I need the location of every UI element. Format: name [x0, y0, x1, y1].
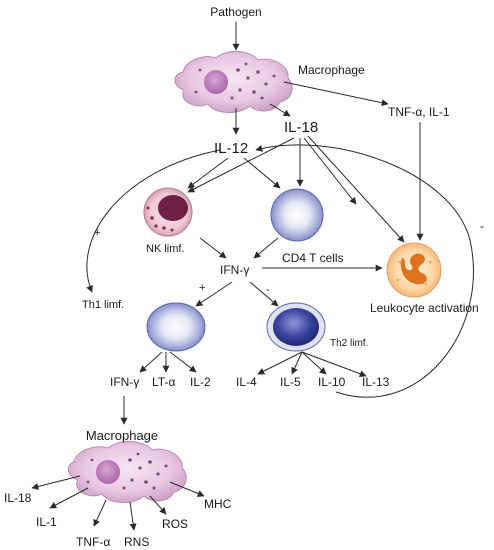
- arrow-il12-th1: [86, 149, 221, 293]
- arrow-macrophage-tnf: [283, 81, 389, 107]
- label-th2-il5: IL-5: [280, 375, 301, 389]
- label-out-il1: IL-1: [36, 515, 57, 529]
- th2-cell: [266, 302, 326, 352]
- label-th2-il10: IL-10: [318, 375, 346, 389]
- sign-minus-mid: -: [266, 284, 270, 296]
- label-nk: NK limf.: [146, 243, 185, 255]
- arrow-ifng-th2: [249, 281, 279, 307]
- arrow-th1-ifng: [139, 351, 163, 373]
- label-out-rns: RNS: [124, 535, 149, 549]
- nk-cell: [143, 187, 193, 237]
- arrow-out-mhc: [169, 481, 205, 497]
- macrophage-bottom-cell: [68, 441, 187, 503]
- label-out-tnfa: TNF-α: [76, 535, 110, 549]
- arrow-out-ros: [149, 495, 167, 515]
- sign-minus-right: -: [480, 219, 484, 233]
- label-th2-il4: IL-4: [236, 375, 257, 389]
- arrow-il18-nk: [187, 137, 295, 193]
- th1-cell: [146, 302, 206, 352]
- label-out-mhc: MHC: [204, 497, 232, 511]
- label-pathogen: Pathogen: [210, 5, 261, 19]
- label-th1-ifng: IFN-γ: [110, 375, 139, 389]
- arrow-th2-il4: [257, 351, 303, 375]
- label-out-il18: IL-18: [4, 491, 32, 505]
- arrow-out-il18: [31, 475, 81, 490]
- label-out-ros: ROS: [162, 517, 188, 531]
- arrow-th2-il5: [291, 351, 303, 375]
- label-th1-lta: LT-α: [152, 375, 175, 389]
- cd4-t-cell: [270, 188, 324, 242]
- arrow-out-il1: [49, 487, 89, 509]
- arrow-macrophage-il18: [269, 103, 291, 117]
- sign-plus-mid: +: [199, 282, 205, 294]
- sign-plus-left: +: [94, 227, 100, 239]
- arrow-out-rns: [129, 501, 137, 531]
- arrow-ifng-th1: [195, 281, 233, 307]
- label-macrophage-bottom: Macrophage: [86, 428, 158, 443]
- arrows: [31, 22, 474, 531]
- arrow-cd4-ifng: [253, 237, 279, 259]
- arrow-il12-cd4: [243, 157, 281, 189]
- label-leukocyte-activation: Leukocyte activation: [370, 301, 479, 315]
- macrophage-top-cell: [174, 51, 293, 113]
- arrow-th2-il10: [301, 351, 327, 375]
- label-il18: IL-18: [284, 119, 318, 136]
- arrow-il10-il12-feedback: [255, 144, 474, 398]
- arrow-th1-il2: [169, 351, 197, 373]
- label-th1: Th1 limf.: [82, 299, 124, 311]
- label-cd4: CD4 T cells: [282, 251, 344, 265]
- arrow-il18-diagonal: [303, 137, 357, 205]
- label-il12: IL-12: [214, 140, 248, 157]
- arrow-il12-nk: [187, 157, 229, 189]
- label-tnf-il1: TNF-α, IL-1: [388, 105, 450, 119]
- arrow-nk-ifng: [199, 237, 227, 259]
- label-ifng: IFN-γ: [220, 263, 249, 277]
- label-th1-il2: IL-2: [190, 375, 211, 389]
- leukocyte-cell: [386, 242, 442, 298]
- label-macrophage-top: Macrophage: [298, 63, 365, 77]
- arrow-out-tnfa: [93, 499, 107, 527]
- label-th2: Th2 limf.: [330, 338, 368, 349]
- labels: Pathogen Macrophage TNF-α, IL-1 IL-18 IL…: [4, 5, 484, 549]
- arrow-th2-il13: [301, 351, 367, 378]
- arrow-il18-leukocyte: [307, 135, 405, 243]
- label-th2-il13: IL-13: [362, 375, 390, 389]
